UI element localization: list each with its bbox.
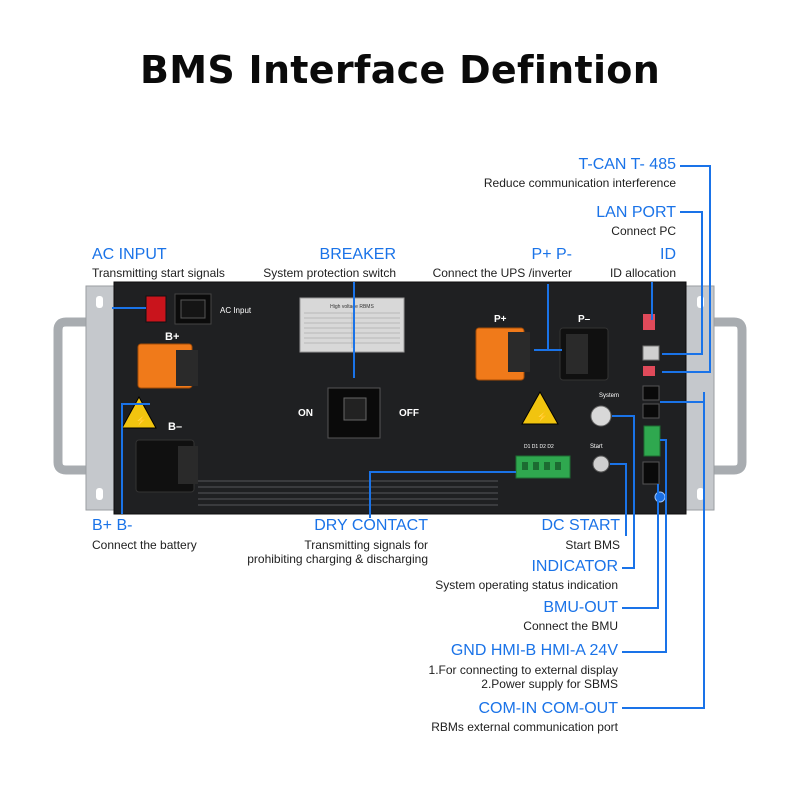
system-indicator [590, 405, 612, 427]
svg-text:System: System [599, 393, 619, 399]
svg-text:⚡: ⚡ [135, 414, 147, 427]
p-minus-marking: P– [578, 314, 591, 325]
start-button [592, 455, 610, 473]
id-dip-switch [643, 314, 655, 330]
svg-text:D1 D1 D2 D2: D1 D1 D2 D2 [524, 444, 554, 450]
p-plus-marking: P+ [494, 314, 507, 325]
lan-port [642, 345, 660, 361]
tcan-label: T-CAN T- 485 [578, 156, 676, 173]
id-description: ID allocation [609, 266, 676, 280]
bmu-out-label: BMU-OUT [543, 599, 618, 616]
indicator-label: INDICATOR [531, 558, 618, 575]
id-label: ID [660, 246, 676, 263]
dc-start-label: DC START [541, 517, 620, 534]
page-title: BMS Interface Defintion [139, 48, 661, 92]
left-rack-ear [85, 285, 117, 511]
com-out-port [642, 403, 660, 419]
breaker-label: BREAKER [319, 246, 396, 263]
right-handle [703, 317, 747, 475]
power-switch [145, 295, 167, 323]
dc-start-description: Start BMS [565, 538, 620, 552]
bb-description: Connect the battery [92, 538, 197, 552]
dry-contact-description-1: Transmitting signals for [304, 538, 428, 552]
dry-contact-terminal [515, 455, 571, 479]
tcan-switch [643, 366, 655, 376]
b-plus-marking: B+ [165, 331, 179, 343]
dry-contact-description-2: prohibiting charging & discharging [247, 552, 428, 566]
warning-icon-right [521, 390, 559, 425]
hmi-description-1: 1.For connecting to external display [428, 663, 618, 677]
breaker-off-text: OFF [399, 408, 419, 419]
bmu-out-description: Connect the BMU [523, 619, 618, 633]
hmi-label: GND HMI-B HMI-A 24V [450, 642, 618, 659]
hmi-terminal [643, 425, 661, 457]
dry-contact-label: DRY CONTACT [314, 517, 428, 534]
gnd-screw [654, 491, 666, 503]
com-in-port [642, 385, 660, 401]
warning-icon-left [121, 395, 157, 429]
svg-text:Start: Start [590, 444, 603, 450]
svg-text:High voltage RBMS: High voltage RBMS [330, 304, 374, 310]
bmu-out-port [642, 461, 660, 485]
tcan-description: Reduce communication interference [483, 176, 676, 190]
indicator-description: System operating status indication [435, 578, 618, 592]
left-handle [53, 317, 97, 475]
svg-text:⚡: ⚡ [536, 410, 548, 423]
ac-input-label: AC INPUT [92, 246, 167, 263]
breaker-description: System protection switch [263, 266, 396, 280]
hmi-description-2: 2.Power supply for SBMS [481, 677, 618, 691]
lan-label: LAN PORT [596, 204, 676, 221]
pp-description: Connect the UPS /inverter [432, 266, 572, 280]
callout-lines [112, 165, 711, 709]
ac-input-text: AC Input [220, 306, 252, 315]
com-label: COM-IN COM-OUT [478, 700, 618, 717]
breaker-on-text: ON [298, 408, 313, 419]
bb-label: B+ B- [92, 517, 133, 534]
b-minus-marking: B– [168, 421, 182, 433]
ac-input-description: Transmitting start signals [92, 266, 225, 280]
pp-label: P+ P- [531, 246, 572, 263]
com-description: RBMs external communication port [431, 720, 618, 734]
lan-description: Connect PC [611, 224, 676, 238]
